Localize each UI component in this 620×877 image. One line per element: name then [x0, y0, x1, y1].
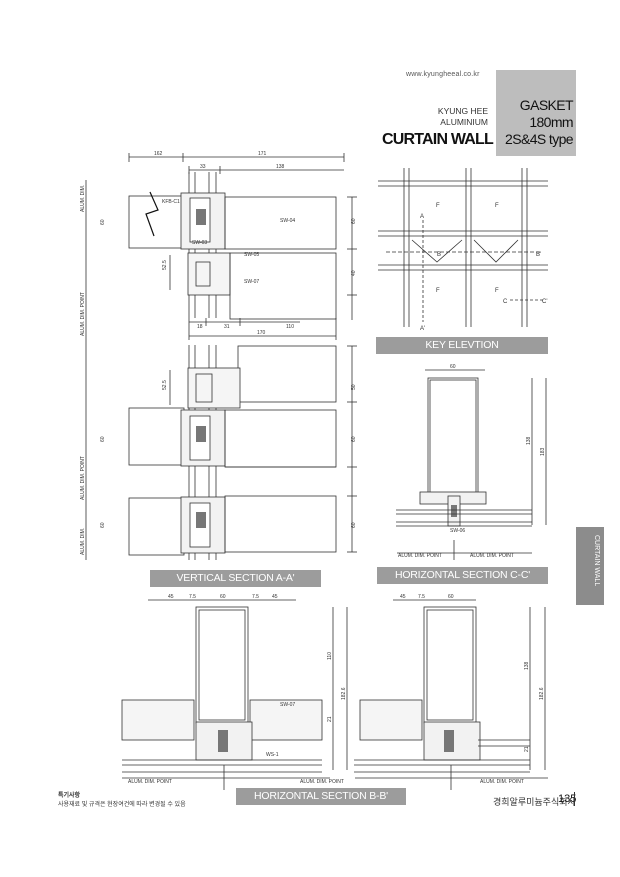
- dim-60-a: 60: [351, 218, 357, 224]
- caption-horizontal-section-c: HORIZONTAL SECTION C-C': [377, 567, 548, 584]
- dim-45-c: 45: [400, 594, 406, 600]
- pane-f-4: F: [495, 288, 499, 294]
- mark-b: B: [437, 252, 441, 258]
- part-sw05: SW-05: [244, 252, 259, 258]
- dim-110: 110: [286, 324, 294, 330]
- page-number: 135: [558, 793, 577, 805]
- dim-138-c: 138: [524, 661, 530, 670]
- brand-line-2: ALUMINIUM: [440, 117, 488, 127]
- dim-45-a: 45: [168, 594, 174, 600]
- spec-size: 180mm: [529, 114, 573, 130]
- horizontal-section-b-right: [354, 599, 546, 790]
- label-alum-dim-b: ALUM. DIM.: [80, 528, 86, 555]
- dim-182-6-b: 182.6: [539, 687, 545, 700]
- label-alum-dim-point-f: ALUM. DIM. POINT: [300, 779, 344, 785]
- dim-183: 183: [540, 447, 546, 456]
- label-alum-dim-point-a: ALUM. DIM. POINT: [80, 292, 86, 336]
- dim-52-5-a: 52.5: [162, 260, 168, 270]
- dim-60-b: 60: [100, 219, 106, 225]
- footer-note-title: 특기사항: [58, 793, 81, 799]
- dim-182-6-a: 182.6: [341, 687, 347, 700]
- part-sw07-b: SW-07: [280, 702, 295, 708]
- label-alum-dim-point-b: ALUM. DIM. POINT: [80, 456, 86, 500]
- caption-horizontal-section-b: HORIZONTAL SECTION B-B': [236, 788, 406, 805]
- part-sw07: SW-07: [244, 279, 259, 285]
- footer-company: 경희알루미늄주식회사: [493, 797, 576, 807]
- dim-162: 162: [154, 151, 163, 157]
- caption-key-elevation: KEY ELEVTION: [376, 337, 548, 354]
- side-tab-label: CURTAIN WALL: [593, 535, 600, 587]
- part-sw04: SW-04: [280, 218, 295, 224]
- dim-60-c: 60: [351, 436, 357, 442]
- key-elevation-grid: [378, 168, 548, 327]
- dim-45-b: 45: [272, 594, 278, 600]
- dim-40: 40: [351, 270, 357, 276]
- brand-line-1: KYUNG HEE: [437, 106, 488, 116]
- label-alum-dim-a: ALUM. DIM.: [80, 185, 86, 212]
- vertical-section-bottom: [128, 345, 357, 560]
- product-title: CURTAIN WALL: [382, 131, 494, 148]
- part-kfb: KFB-C1: [162, 199, 180, 205]
- footer-note-body: 사용재료 및 규격은 현장여건에 따라 변경될 수 있음: [58, 802, 186, 808]
- dim-50: 50: [351, 384, 357, 390]
- mark-a-prime: A': [420, 326, 425, 332]
- label-alum-dim-point-c: ALUM. DIM. POINT: [398, 553, 442, 559]
- label-alum-dim-point-g: ALUM. DIM. POINT: [480, 779, 524, 785]
- part-ws1: WS-1: [266, 752, 279, 758]
- dim-7-5-b: 7.5: [252, 594, 259, 600]
- spec-type: 2S&4S type: [505, 131, 574, 147]
- dim-7-5-c: 7.5: [418, 594, 425, 600]
- dim-170: 170: [257, 330, 266, 336]
- dim-21-a: 21: [327, 716, 333, 722]
- spec-box: [496, 70, 576, 156]
- dim-138-b: 138: [526, 436, 532, 445]
- page-divider: [574, 792, 575, 806]
- dim-33: 33: [200, 164, 206, 170]
- mark-c: C: [503, 299, 508, 305]
- caption-vertical-section: VERTICAL SECTION A-A': [150, 570, 321, 587]
- dim-31: 31: [224, 324, 230, 330]
- vertical-section-top: [85, 153, 357, 560]
- website-url: www.kyungheeal.co.kr: [406, 71, 480, 78]
- dim-110-b: 110: [327, 652, 333, 660]
- dim-18: 18: [197, 324, 203, 330]
- spec-gasket: GASKET: [519, 97, 574, 113]
- pane-f-2: F: [495, 203, 499, 209]
- dim-60-d: 60: [100, 436, 106, 442]
- dim-60-g: 60: [450, 364, 456, 370]
- label-alum-dim-point-e: ALUM. DIM. POINT: [128, 779, 172, 785]
- dim-138: 138: [276, 164, 285, 170]
- dim-7-5-a: 7.5: [189, 594, 196, 600]
- dim-60-i: 60: [448, 594, 454, 600]
- dim-60-f: 60: [100, 522, 106, 528]
- dim-21-b: 21: [524, 746, 530, 752]
- horizontal-section-c: [396, 369, 547, 560]
- dim-60-e: 60: [351, 522, 357, 528]
- dim-171: 171: [258, 151, 267, 157]
- side-tab: CURTAIN WALL: [576, 527, 604, 605]
- pane-f-1: F: [436, 203, 440, 209]
- dim-60-h: 60: [220, 594, 226, 600]
- label-alum-dim-point-d: ALUM. DIM. POINT: [470, 553, 514, 559]
- mark-c-prime: C': [542, 299, 547, 305]
- horizontal-section-b-left: [121, 599, 348, 790]
- part-sw06: SW-06: [450, 528, 465, 534]
- part-sw03: SW-03: [192, 240, 207, 246]
- pane-f-3: F: [436, 288, 440, 294]
- mark-a: A: [420, 214, 424, 220]
- dim-52-5-b: 52.5: [162, 380, 168, 390]
- mark-b-prime: B': [536, 252, 541, 258]
